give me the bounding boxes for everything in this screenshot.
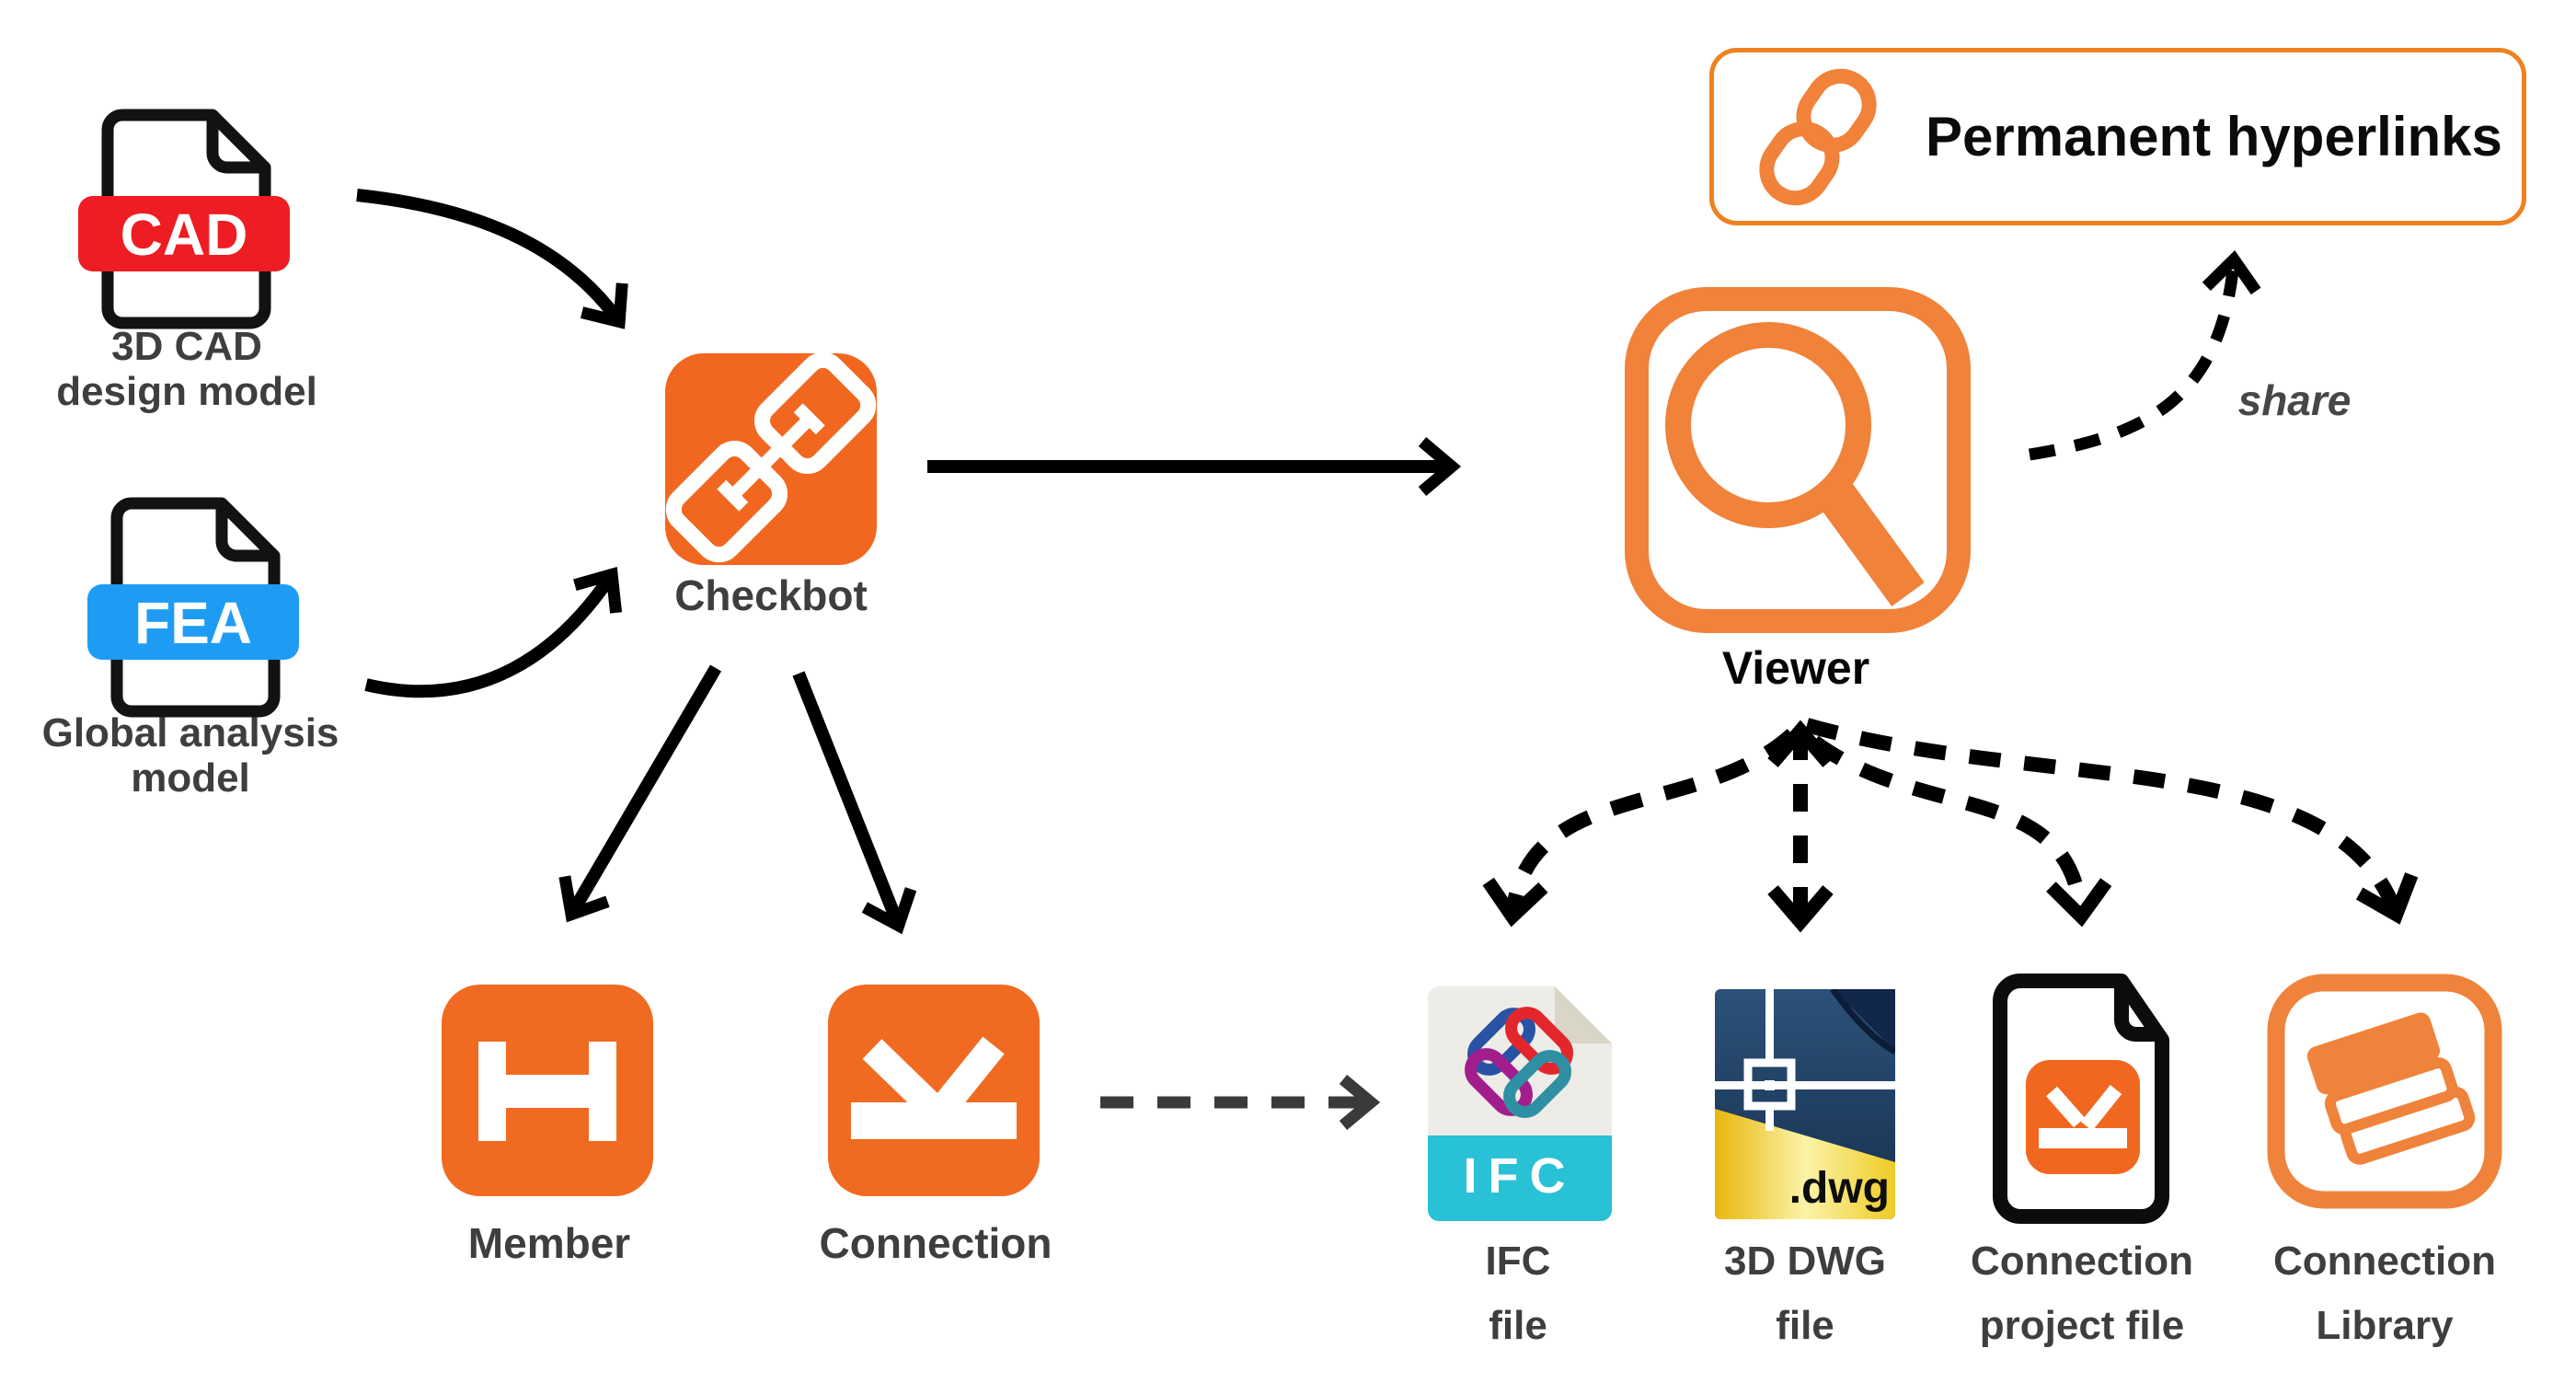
chain-link-icon [665,352,877,565]
checkbot-label: Checkbot [674,571,868,619]
arrow-fea-to-checkbot [364,566,623,698]
ifc-file-label: IFC file [1485,1239,1551,1349]
ifc-badge-text: IFC [1464,1148,1577,1204]
arrow-viewer-to-ifc [1482,729,1798,928]
cad-file-node: CAD [78,109,290,334]
ifc-file-node: IFC [1428,986,1612,1226]
connection-icon [828,985,1040,1196]
beam-icon [442,985,653,1196]
arrow-viewer-to-connection-library [1804,718,2419,925]
connection-label: Connection [819,1219,1052,1267]
connection-library-node [2267,974,2502,1214]
books-stack-icon [2267,974,2502,1209]
checkbot-node [665,352,877,570]
share-label: share [2237,376,2352,424]
cad-badge-text: CAD [121,202,248,268]
viewer-label: Viewer [1721,642,1870,694]
cad-file-icon: CAD [78,109,290,329]
dwg-badge-text: .dwg [1789,1164,1890,1213]
dwg-file-icon: .dwg [1715,986,1897,1219]
viewer-node [1623,285,1972,640]
fea-file-node: FEA [87,497,299,722]
fea-label: Global analysis model [41,710,339,801]
magnifier-icon [1625,287,1971,633]
permanent-hyperlinks-label: Permanent hyperlinks [1926,106,2502,167]
arrow-cad-to-checkbot [356,189,628,329]
arrow-checkbot-to-member [558,664,722,923]
fea-file-icon: FEA [87,497,299,718]
member-label: Member [467,1219,631,1267]
fea-badge-text: FEA [134,590,252,656]
cad-label: 3D CAD design model [56,324,317,415]
arrow-viewer-to-permanent-hyperlinks [2028,249,2261,461]
connection-library-label: Connection Library [2273,1239,2496,1349]
connection-project-file-label: Connection project file [1971,1239,2193,1349]
connection-project-file-node [1984,972,2179,1230]
dwg-file-node: .dwg [1711,986,1897,1224]
connection-project-file-icon [1993,974,2169,1224]
hyperlink-chain-icon [1759,68,1877,205]
connection-node [828,985,1040,1201]
member-node [442,985,653,1201]
permanent-hyperlinks-box: Permanent hyperlinks [1709,48,2526,225]
arrow-viewer-to-connection-project [1810,735,2112,928]
arrow-checkbot-to-connection [792,671,917,935]
dwg-file-label: 3D DWG file [1724,1239,1886,1349]
ifc-file-icon: IFC [1428,986,1612,1221]
